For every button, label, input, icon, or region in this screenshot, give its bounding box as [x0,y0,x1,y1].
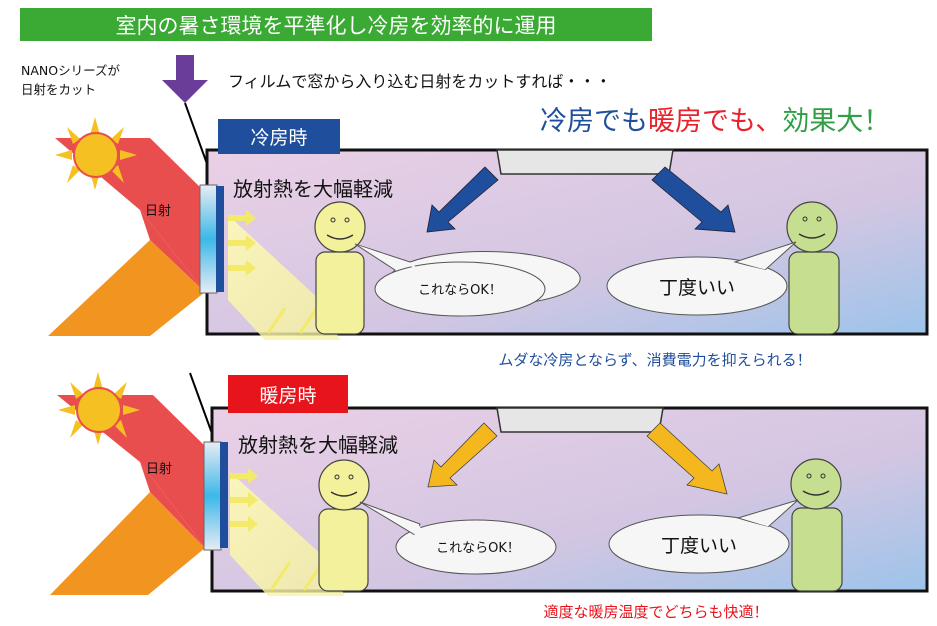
headline-heating: 暖房でも、 [648,106,782,137]
light-beam [228,215,340,340]
radiant-heat-text: 放射熱を大幅軽減 [238,433,398,457]
sun-label: 日射 [145,203,171,219]
person-right [786,201,840,335]
film-text: フィルムで窓から入り込む日射をカットすれば・・・ [228,72,611,91]
mode-label: 暖房時 [259,385,316,407]
caption: 適度な暖房温度でどちらも快適！ [543,603,768,621]
header-title: 室内の暑さ環境を平準化し冷房を効率的に運用 [116,14,557,38]
person-right [790,458,843,592]
window-film [220,442,228,548]
speech-bubble-left [359,501,557,575]
cooling-panel: 日射 冷房時 放射熱を大幅軽減 [48,102,929,369]
speech-bubble-right [608,499,799,574]
airflow-left-arrow [426,166,499,233]
airflow-right-arrow [651,166,736,233]
nano-note-line1: NANOシリーズが [21,63,120,78]
speech-left-text: これならOK！ [436,541,520,556]
headline: 冷房でも暖房でも、効果大！ [540,106,890,137]
radiant-heat-text: 放射熱を大幅軽減 [233,177,393,201]
speech-right-text: 丁度いい [659,277,735,299]
down-arrow-icon [162,55,208,103]
nano-note-line2: 日射をカット [21,82,96,97]
window-film [216,186,224,292]
mode-label: 冷房時 [250,127,307,149]
sunlight-beam [55,138,205,292]
speech-right-text: 丁度いい [661,535,737,557]
reflected-beam [50,492,205,595]
window-glass [199,184,218,294]
speech-left-text: これならOK！ [418,283,502,298]
sunlight-beam [57,395,205,548]
air-conditioner [496,407,664,433]
window-glass [203,441,222,551]
sunlight-beam-overlap [140,210,205,292]
sun-label: 日射 [146,461,172,477]
speech-bubble-right [606,241,797,316]
headline-cooling: 冷房でも [540,106,648,137]
mode-label-background [228,375,348,413]
airflow-left-arrow [427,422,498,488]
airflow-right-arrow [646,422,728,495]
heating-panel: 日射 暖房時 放射熱を大幅軽減 [50,372,929,621]
person-left [318,459,370,592]
sun-icon [55,117,137,190]
headline-effect: 効果大！ [782,106,890,137]
header-background [20,8,652,41]
air-conditioner [496,149,674,175]
speech-bubble-left [354,243,581,317]
mode-label-background [218,119,340,154]
reflected-beam [48,240,205,336]
person-left [314,201,366,335]
light-beam [230,472,345,596]
caption: ムダな冷房とならず、消費電力を抑えられる！ [498,351,811,369]
radiant-heat-arrows [230,468,258,532]
radiant-heat-arrows [228,210,256,276]
sun-icon [58,372,140,445]
sunlight-beam-overlap [140,462,205,548]
header-banner: 室内の暑さ環境を平準化し冷房を効率的に運用 [20,8,652,41]
